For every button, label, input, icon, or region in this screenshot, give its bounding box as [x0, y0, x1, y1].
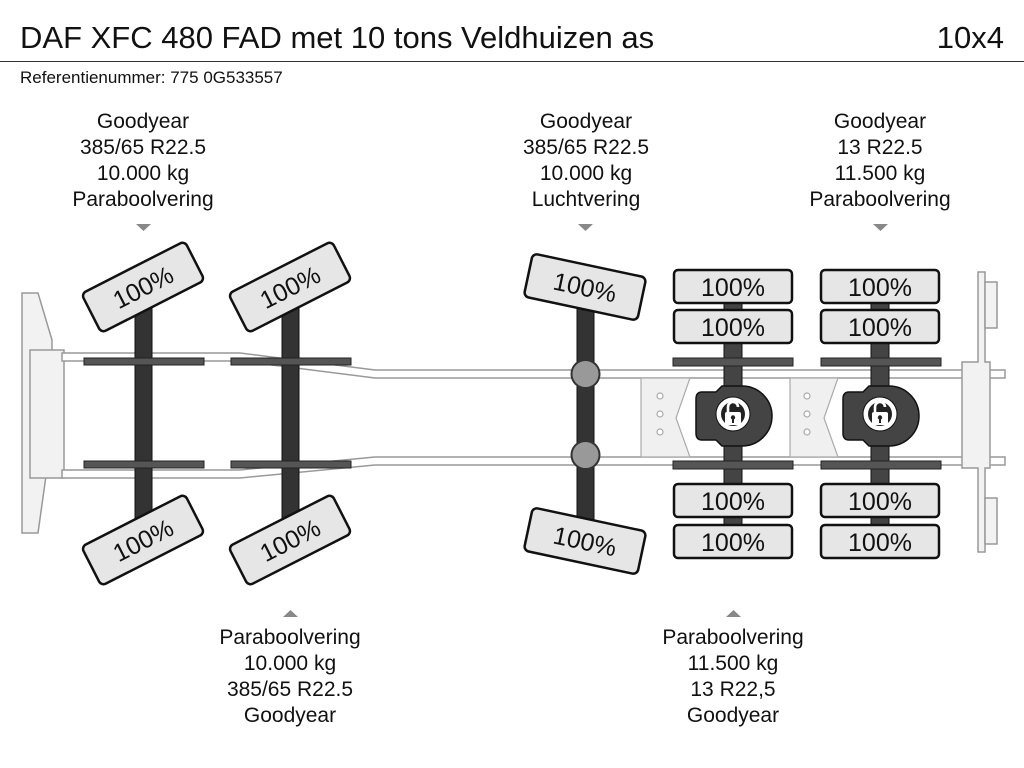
axle-info-front-bottom: Paraboolvering 10.000 kg 385/65 R22.5 Go…: [180, 625, 400, 729]
tire-size: 385/65 R22.5: [522, 136, 650, 159]
axle-4: 100% 100% 100% 100%: [672, 268, 794, 560]
tire-brand: Goodyear: [539, 110, 633, 133]
tire-size: 385/65 R22.5: [79, 136, 207, 159]
tire-brand: Goodyear: [686, 704, 780, 727]
tire-condition-label: 100%: [848, 314, 912, 342]
tire-axle-4-bottom-inner: 100%: [672, 482, 794, 519]
tire-size: 385/65 R22.5: [226, 678, 354, 701]
triangle-down-icon: [136, 224, 151, 231]
triangle-up-icon: [726, 610, 741, 617]
axle-load: 11.500 kg: [687, 652, 779, 675]
suspension-type: Paraboolvering: [219, 626, 361, 649]
header-divider: [0, 61, 1024, 62]
tire-axle-5-top-outer: 100%: [819, 268, 941, 305]
tire-condition-label: 100%: [701, 314, 765, 342]
tire-axle-4-bottom-outer: 100%: [672, 523, 794, 560]
axle-load: 10.000 kg: [243, 652, 337, 675]
axle-load: 11.500 kg: [834, 162, 926, 185]
tire-brand: Goodyear: [243, 704, 337, 727]
axle-info-rear-top: Goodyear 13 R22.5 11.500 kg Paraboolveri…: [770, 109, 990, 213]
axle-configuration: 10x4: [936, 20, 1004, 55]
triangle-up-icon: [283, 610, 298, 617]
suspension-type: Paraboolvering: [662, 626, 804, 649]
suspension-type: Luchtvering: [531, 188, 641, 211]
axle-5: 100% 100% 100% 100%: [819, 268, 942, 560]
tire-condition-label: 100%: [701, 529, 765, 557]
tire-condition-label: 100%: [848, 529, 912, 557]
triangle-down-icon: [873, 224, 888, 231]
tire-axle-5-bottom-outer: 100%: [819, 523, 941, 560]
tire-condition-label: 100%: [848, 274, 912, 302]
tire-brand: Goodyear: [96, 110, 190, 133]
tire-size: 13 R22.5: [837, 136, 923, 159]
axle-load: 10.000 kg: [96, 162, 190, 185]
axle-1: 100% 100%: [81, 241, 205, 586]
suspension-type: Paraboolvering: [809, 188, 951, 211]
rear-end: [961, 271, 998, 553]
axle-info-front-top: Goodyear 385/65 R22.5 10.000 kg Parabool…: [33, 109, 253, 213]
tire-brand: Goodyear: [833, 110, 927, 133]
tire-axle-3-top: 100%: [523, 253, 647, 321]
tire-condition-label: 100%: [701, 488, 765, 516]
axle-load: 10.000 kg: [539, 162, 633, 185]
tire-axle-4-top-inner: 100%: [672, 308, 794, 345]
tire-condition-label: 100%: [848, 488, 912, 516]
axle-info-lift-top: Goodyear 385/65 R22.5 10.000 kg Luchtver…: [476, 109, 696, 213]
reference-number: Referentienummer: 775 0G533557: [20, 68, 283, 87]
tire-axle-3-bottom: 100%: [523, 507, 647, 575]
axle-3: 100% 100%: [523, 253, 647, 575]
tire-axle-5-top-inner: 100%: [819, 308, 941, 345]
page-title: DAF XFC 480 FAD met 10 tons Veldhuizen a…: [20, 20, 655, 55]
axle-2: 100% 100%: [228, 241, 352, 586]
tire-size: 13 R22,5: [690, 678, 776, 701]
tire-axle-5-bottom-inner: 100%: [819, 482, 941, 519]
front-bumper: [21, 292, 65, 534]
axle-info-rear-bottom: Paraboolvering 11.500 kg 13 R22,5 Goodye…: [623, 625, 843, 729]
tire-axle-4-top-outer: 100%: [672, 268, 794, 305]
triangle-down-icon: [578, 224, 593, 231]
tire-condition-label: 100%: [701, 274, 765, 302]
suspension-type: Paraboolvering: [72, 188, 214, 211]
rear-crossmembers: [640, 377, 839, 458]
